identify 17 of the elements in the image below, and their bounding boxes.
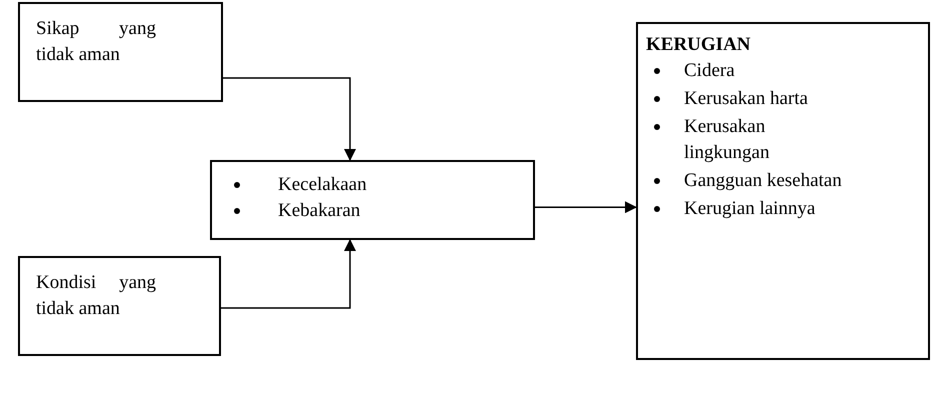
box-text: Sikap yang tidak aman [36,17,156,67]
list-item: Kerusakan lingkungan [684,115,770,165]
list-item: Kebakaran [278,199,360,223]
box-text: Kondisi yang tidak aman [36,271,156,321]
heading: KERUGIAN [646,33,752,57]
list-item: Kecelakaan [278,173,367,197]
process-box [210,160,535,240]
process-box [18,2,223,102]
arrow [223,77,356,161]
arrow [535,201,637,214]
list-item: Kerusakan harta [684,87,809,111]
process-box [636,22,930,360]
list-item: Gangguan kesehatan [684,169,843,193]
list-item: Cidera [684,59,736,83]
process-box [18,256,221,356]
list-item: Kerugian lainnya [684,197,816,221]
arrow [221,239,356,309]
